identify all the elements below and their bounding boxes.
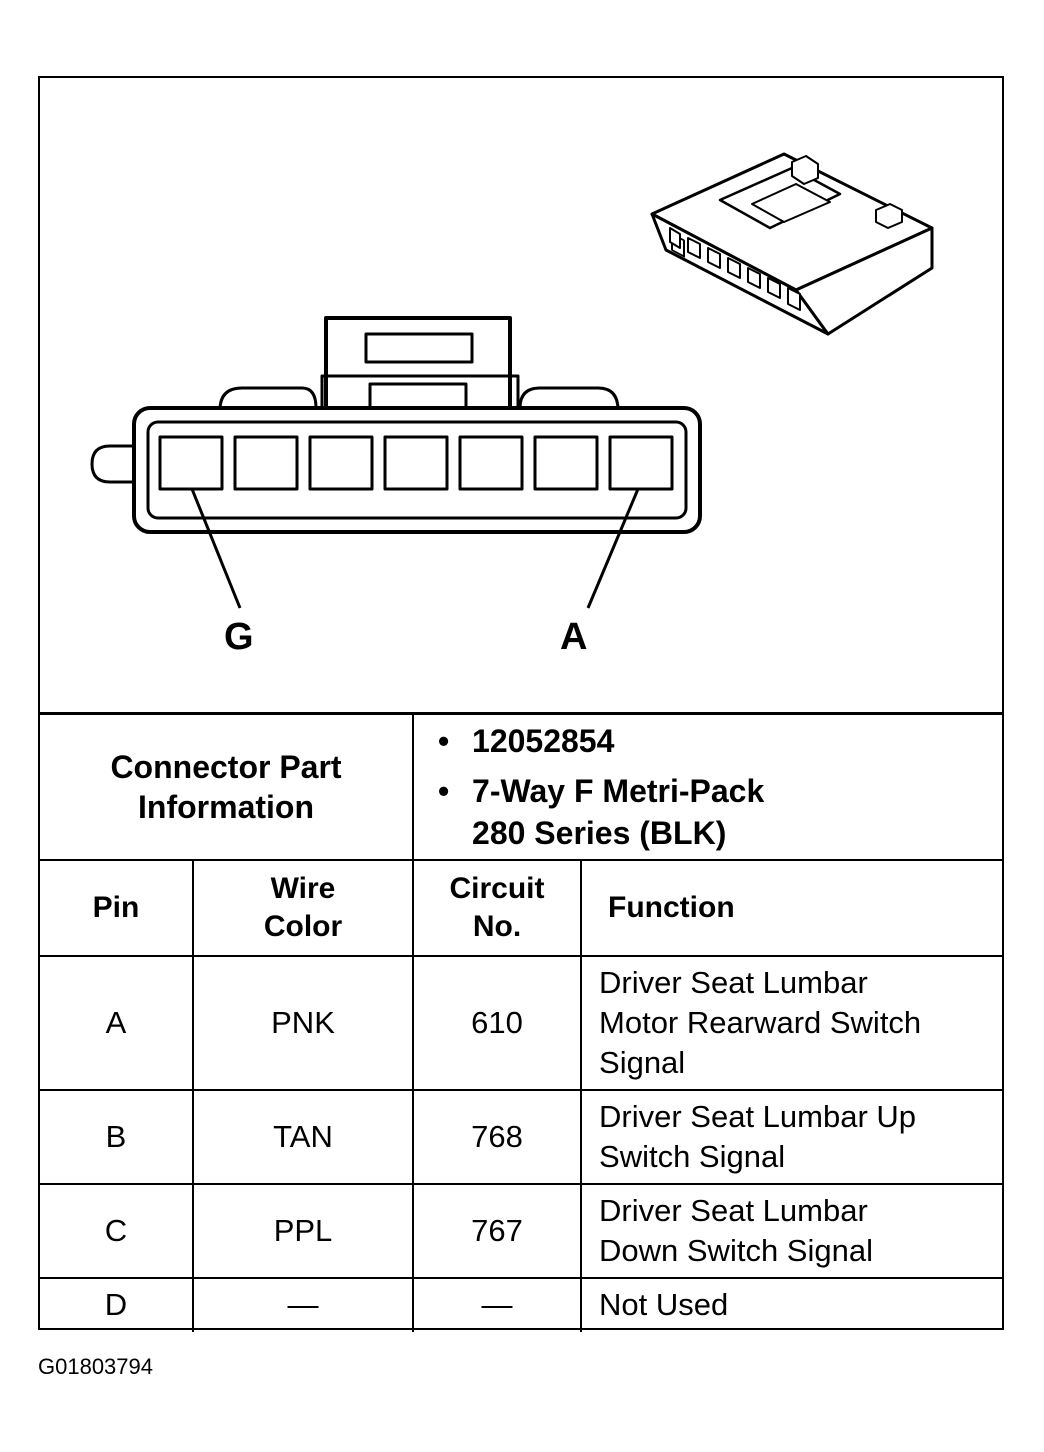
cavity-d	[383, 435, 449, 491]
table-row: C PPL 767 Driver Seat Lumbar Down Switch…	[40, 1182, 1003, 1279]
cell-wire-color: TAN	[191, 1088, 415, 1185]
connector-part-info: 12052854 7-Way F Metri-Pack 280 Series (…	[412, 712, 1003, 861]
pin-label-g: G	[224, 616, 254, 658]
part-number: 12052854	[438, 720, 1002, 762]
header-function: Function	[580, 858, 1003, 957]
header-circuit-no: Circuit No.	[412, 858, 583, 957]
pin-label-a: A	[560, 616, 588, 658]
part-description-line2: 280 Series (BLK)	[472, 814, 727, 851]
header-pin: Pin	[40, 858, 194, 957]
connector-bump-left	[218, 386, 318, 411]
cell-pin: B	[40, 1088, 194, 1185]
cell-pin: A	[40, 954, 194, 1091]
iso-right-tab	[875, 203, 903, 229]
cell-function: Driver Seat Lumbar Up Switch Signal	[580, 1088, 1003, 1185]
iso-latch-slot	[751, 183, 831, 223]
cell-pin: C	[40, 1182, 194, 1279]
table-row: B TAN 768 Driver Seat Lumbar Up Switch S…	[40, 1088, 1003, 1185]
connector-isometric-view	[650, 152, 934, 336]
connector-diagram-frame: G A Connector Part Information 12052854 …	[38, 76, 1004, 1332]
iso-latch-cap	[791, 155, 819, 185]
connector-pin-table: Connector Part Information 12052854 7-Wa…	[40, 712, 1003, 1332]
cell-wire-color: PNK	[191, 954, 415, 1091]
cell-function: Driver Seat Lumbar Motor Rearward Switch…	[580, 954, 1003, 1091]
cell-circuit: 768	[412, 1088, 583, 1185]
connector-face-view	[90, 316, 702, 534]
latch-window	[364, 332, 474, 364]
table-row: D — — Not Used	[40, 1276, 1003, 1332]
table-row: A PNK 610 Driver Seat Lumbar Motor Rearw…	[40, 954, 1003, 1091]
cavity-e	[308, 435, 374, 491]
cell-circuit: 767	[412, 1182, 583, 1279]
cavity-c	[458, 435, 524, 491]
cavity-f	[233, 435, 299, 491]
cell-function: Not Used	[580, 1276, 1003, 1332]
connector-drawing	[90, 152, 934, 609]
cavity-b	[533, 435, 599, 491]
header-wire-color: Wire Color	[191, 858, 415, 957]
cavity-a	[608, 435, 674, 491]
leader-line-g	[190, 488, 242, 609]
connector-key-tab	[90, 444, 136, 484]
iso-side-face	[794, 226, 934, 336]
table-header-row: Pin Wire Color Circuit No. Function	[40, 858, 1003, 957]
cavity-g	[158, 435, 224, 491]
connector-bump-right	[518, 386, 620, 411]
iso-cavity-row	[669, 227, 801, 311]
cell-circuit: 610	[412, 954, 583, 1091]
latch-base	[368, 382, 468, 416]
latch-step	[320, 374, 520, 416]
cell-wire-color: —	[191, 1276, 415, 1332]
connector-part-row: Connector Part Information 12052854 7-Wa…	[40, 712, 1003, 861]
cell-pin: D	[40, 1276, 194, 1332]
part-description-line1: 7-Way F Metri-Pack	[438, 770, 1002, 812]
cell-function: Driver Seat Lumbar Down Switch Signal	[580, 1182, 1003, 1279]
leader-line-a	[586, 488, 640, 609]
figure-id: G01803794	[38, 1354, 153, 1379]
connector-part-header: Connector Part Information	[40, 712, 415, 861]
cell-circuit: —	[412, 1276, 583, 1332]
cell-wire-color: PPL	[191, 1182, 415, 1279]
